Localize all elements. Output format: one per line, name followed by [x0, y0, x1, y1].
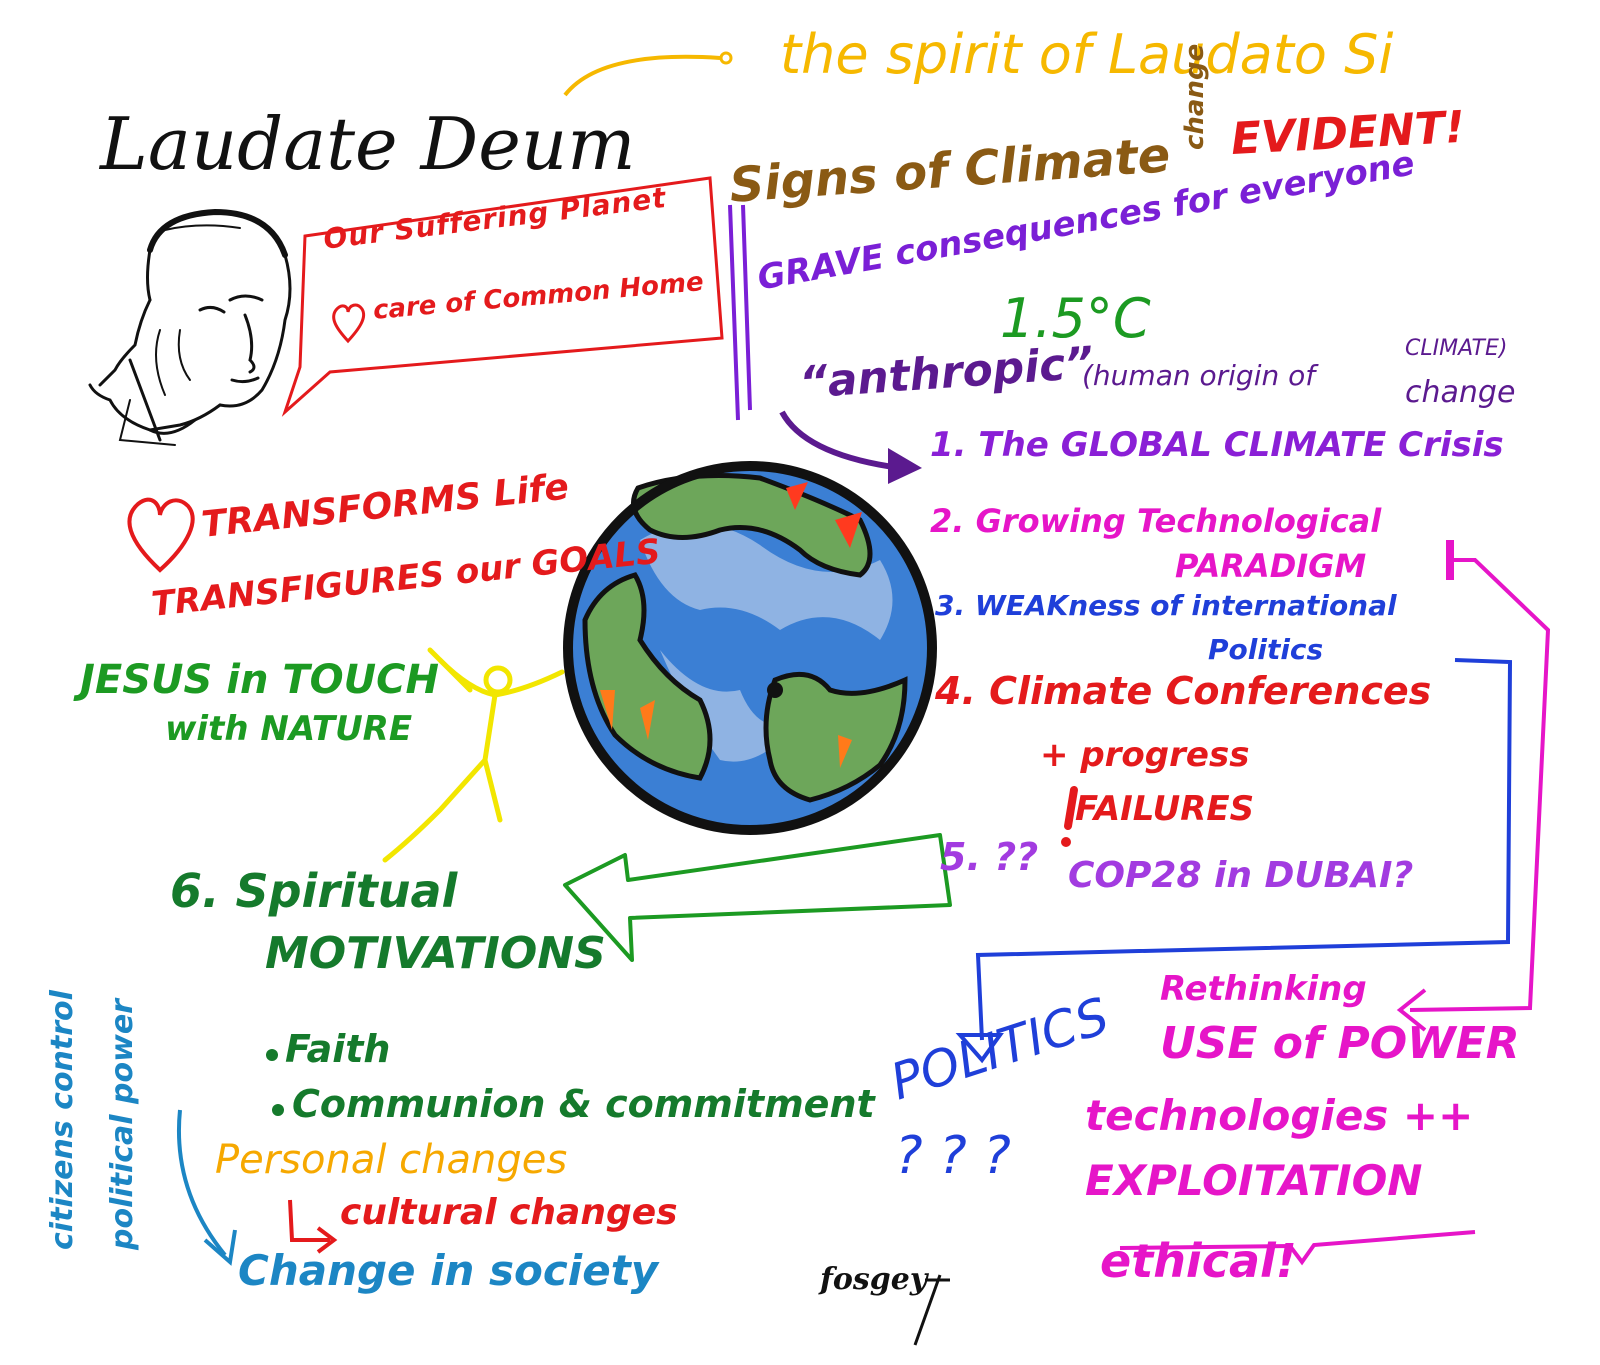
rethink-line3: technologies ++: [1085, 1091, 1474, 1140]
globe-illustration: [563, 461, 937, 835]
arrow-to-list-head: [888, 448, 922, 484]
divider-lines: [728, 204, 752, 421]
blue-connector: [975, 658, 1513, 1041]
citizens-line1: citizens control: [45, 990, 80, 1250]
rethink-line5: ethical!: [1100, 1234, 1297, 1288]
rethink-line4: EXPLOITATION: [1085, 1156, 1423, 1205]
list-item-4b: + progress: [1040, 735, 1250, 775]
list-item-4a: 4. Climate Conferences: [935, 669, 1432, 713]
cultural-changes: cultural changes: [340, 1192, 678, 1233]
magenta-connector-head: [1396, 988, 1427, 1032]
rethink-line2: USE of POWER: [1160, 1018, 1520, 1069]
speech-bubble: [281, 176, 724, 417]
teal-arrow-head: [203, 1229, 237, 1266]
red-turn-arrow: [288, 1199, 330, 1242]
arrow-to-list: [779, 410, 901, 471]
teal-arrow: [176, 1109, 227, 1257]
list-item-3b: Politics: [1208, 633, 1324, 666]
personal-changes: Personal changes: [215, 1137, 568, 1183]
anthropic-climate: CLIMATE): [1405, 336, 1508, 361]
spirit-text: the spirit of Laudato Si: [780, 23, 1394, 86]
blue-connector-head: [955, 1033, 1004, 1064]
signature-stroke: [913, 1274, 950, 1346]
rethink-line1: Rethinking: [1160, 969, 1367, 1009]
politics-questions: ? ? ?: [895, 1126, 1011, 1186]
list-item-4c: FAILURES: [1075, 789, 1255, 829]
list-item-3a: 3. WEAKness of international: [935, 589, 1397, 622]
jesus-line1: JESUS in TOUCH: [80, 657, 439, 703]
list-item-5b: COP28 in DUBAI?: [1068, 855, 1414, 896]
spiritual-line2: MOTIVATIONS: [265, 928, 606, 979]
list-item-2a: 2. Growing Technological: [930, 502, 1382, 540]
arrow-to-spirit: [563, 54, 721, 97]
page-title: Laudate Deum: [100, 102, 636, 186]
list-item-1: 1. The GLOBAL CLIMATE Crisis: [930, 425, 1504, 465]
spiritual-bullet-faith: Faith: [285, 1027, 391, 1071]
red-turn-arrow-head: [316, 1226, 338, 1254]
artist-signature: fosgey: [820, 1262, 928, 1297]
list-item-2b: PARADIGM: [1175, 547, 1367, 585]
anthropic-change: change: [1405, 375, 1516, 410]
anthropic-paren: (human origin of: [1082, 359, 1316, 392]
heart-icon: [332, 303, 366, 344]
pope-portrait-illustration: [88, 208, 292, 446]
society-changes: Change in society: [238, 1246, 659, 1295]
magenta-connector: [1409, 558, 1551, 1012]
spiritual-bullet-communion: Communion & commitment: [292, 1082, 875, 1126]
bullet-communion: [272, 1104, 284, 1116]
bullet-faith: [266, 1049, 278, 1061]
signs-change: change: [1180, 43, 1210, 150]
temperature-text: 1.5°C: [1000, 287, 1151, 350]
jesus-figure-illustration: [382, 647, 565, 863]
list-item-5a: 5. ??: [940, 835, 1039, 879]
jesus-line2: with NATURE: [165, 709, 413, 749]
exclamation-mark: [1064, 786, 1078, 830]
love-heart-icon: [127, 497, 195, 573]
citizens-line2: political power: [105, 999, 140, 1250]
arrow-head-dot: [719, 51, 733, 65]
big-left-arrow: [563, 833, 952, 962]
exclamation-dot: [1061, 837, 1071, 847]
spiritual-line1: 6. Spiritual: [170, 864, 458, 918]
magenta-bracket: [1119, 1230, 1476, 1266]
